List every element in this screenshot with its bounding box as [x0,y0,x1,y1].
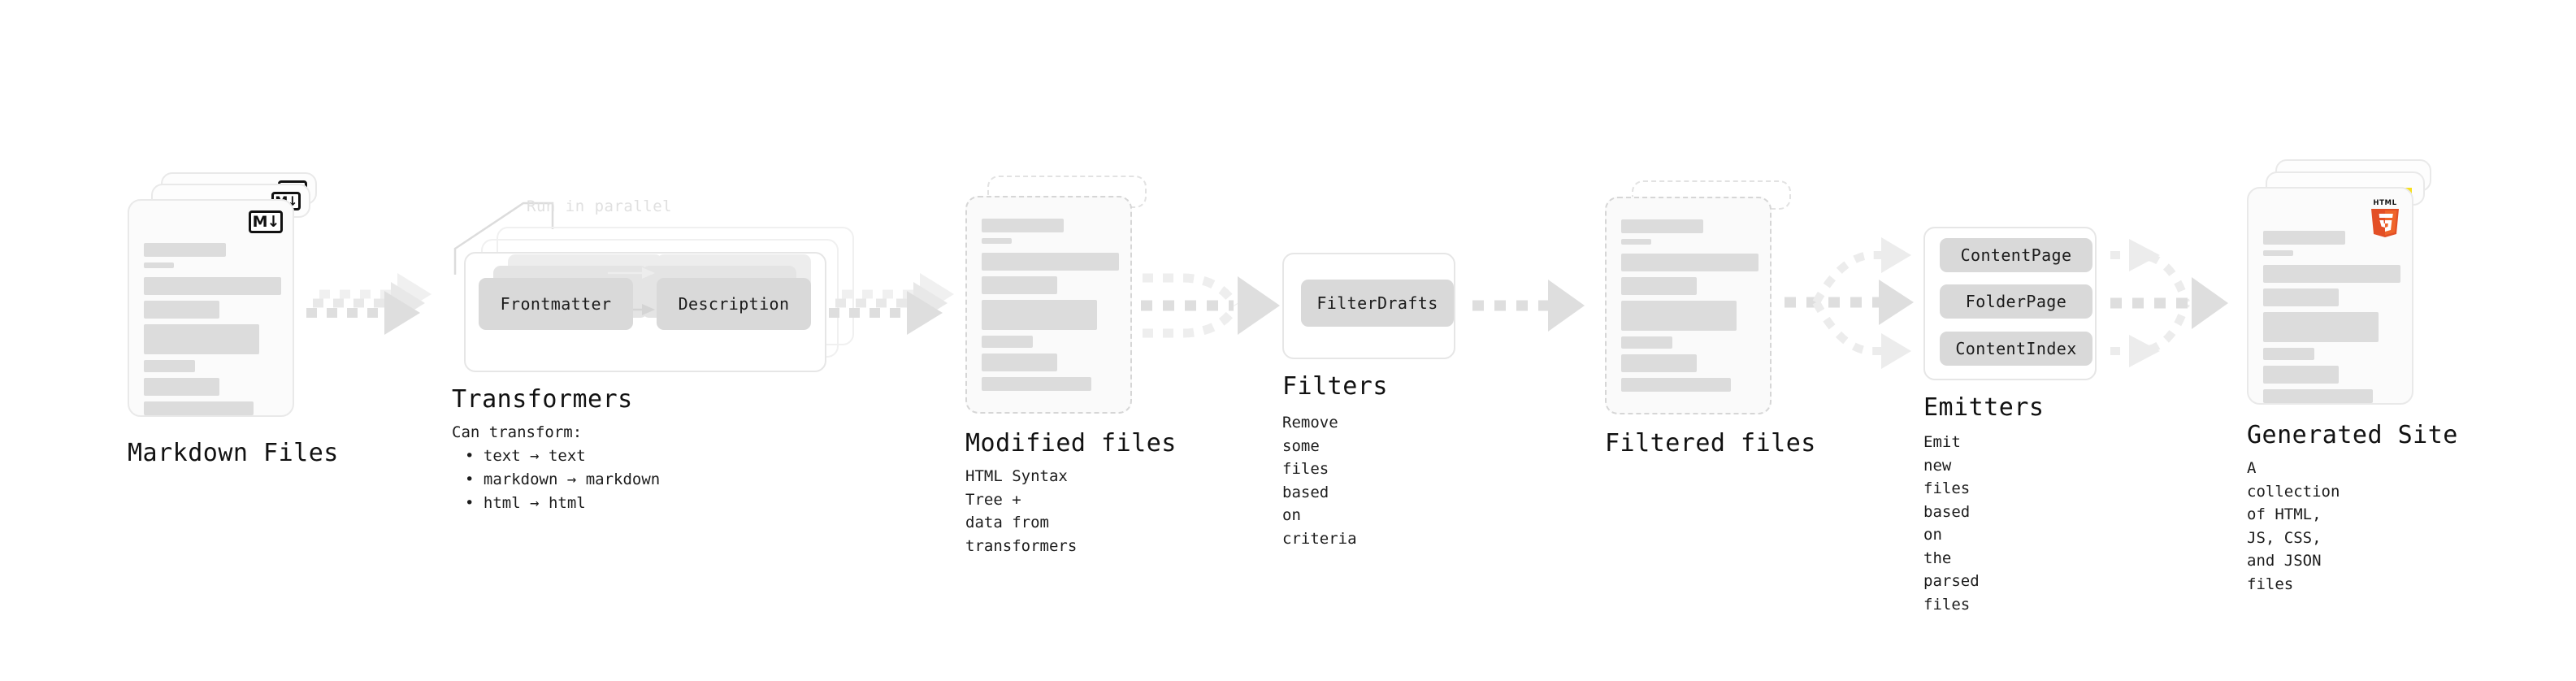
stage-title-filters: Filters [1282,372,1388,401]
doc-line [2263,265,2400,283]
transformer-chip-description[interactable]: Description [657,278,811,330]
doc-line-sub [1621,239,1652,245]
doc-line [144,301,219,319]
list-item: • markdown → markdown [465,470,661,488]
doc-skeleton-lines [144,243,281,421]
stage-title-emitters: Emitters [1923,393,2045,422]
doc-line-sub [982,238,1013,244]
emitter-chip-folderpage[interactable]: FolderPage [1940,284,2092,319]
stage-title-transformers: Transformers [452,385,633,414]
doc-skeleton-lines [1621,219,1759,397]
transformer-chip-frontmatter[interactable]: Frontmatter [479,278,633,330]
stage-subtitle-emitters: Emit new files based on the parsed files [1923,433,1980,614]
doc-line [1621,277,1697,295]
stage-title-markdown-files: Markdown Files [128,439,339,467]
run-in-parallel-bracket [453,202,554,275]
filter-chip-filterdrafts[interactable]: FilterDrafts [1301,280,1454,327]
connector-markdown-to-transformers [306,273,432,335]
stage-title-modified-files: Modified files [965,429,1177,458]
doc-line [2263,366,2339,384]
doc-line [2263,312,2379,342]
doc-line [982,300,1097,330]
doc-line [2263,288,2339,306]
doc-line [144,277,281,295]
doc-line [1621,354,1697,372]
markdown-card-front: M↓ [128,199,294,417]
doc-line [1621,336,1672,349]
doc-line [982,253,1119,271]
doc-line [144,360,195,372]
doc-skeleton-lines [982,219,1119,397]
doc-line-title [144,243,227,257]
doc-line [2263,389,2374,403]
svg-text:HTML: HTML [2373,199,2396,207]
doc-line [2263,348,2314,360]
doc-line [982,354,1057,371]
doc-line-sub [2263,250,2294,256]
doc-line [982,377,1092,391]
stage-subtitle-filters: Remove some files based on criteria [1282,414,1357,548]
connector-filtered-to-emitters [1785,237,1914,369]
doc-line-title [982,219,1065,232]
doc-line-sub [144,262,175,268]
emitter-chip-contentindex[interactable]: ContentIndex [1940,332,2092,366]
run-in-parallel-label: Run in parallel [527,197,673,215]
doc-line [1621,301,1737,331]
stage-subtitle-generated-site: A collection of HTML, JS, CSS, and JSON … [2247,459,2340,593]
connector-emitters-to-generated [2110,239,2228,367]
modified-card-front [965,196,1132,414]
doc-line [1621,254,1759,271]
doc-line [144,324,259,354]
doc-skeleton-lines [2263,231,2400,409]
list-header: Can transform: [452,423,583,441]
filtered-card-front [1605,197,1772,414]
doc-line-title [2263,231,2346,245]
html5-icon: HTML [2371,199,2399,237]
doc-line [144,378,219,396]
stage-title-filtered-files: Filtered files [1605,429,1816,458]
stage-title-generated-site: Generated Site [2247,421,2458,449]
doc-line [982,336,1033,348]
markdown-badge: M↓ [249,210,283,233]
doc-line [1621,378,1732,392]
connector-filters-to-filtered [1472,280,1585,332]
doc-line [144,401,254,415]
list-item: • html → html [465,493,586,512]
doc-line-title [1621,219,1704,233]
emitter-chip-contentpage[interactable]: ContentPage [1940,238,2092,272]
connector-modified-to-filters [1141,273,1280,338]
stage-subtitle-modified-files: HTML Syntax Tree + data from transformer… [965,467,1078,555]
list-item: • text → text [465,446,586,465]
doc-line [982,276,1057,294]
generated-card-front: HTML [2247,187,2413,405]
transformers-capability-list: Can transform: • text → text • markdown … [452,421,660,515]
